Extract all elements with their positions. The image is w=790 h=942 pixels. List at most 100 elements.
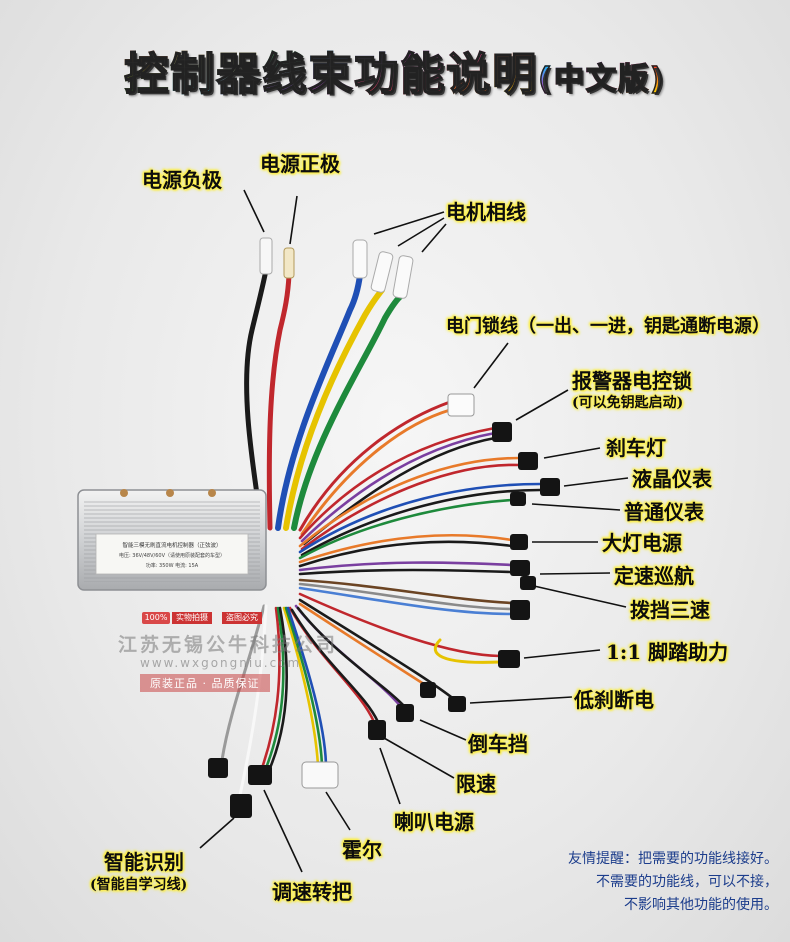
leader-pos (289, 195, 298, 245)
throttle-connector (248, 765, 272, 785)
wire-smart-white (238, 604, 268, 797)
title-char: 文 (585, 54, 618, 98)
label-throttle: 调速转把 (272, 880, 352, 904)
label-smart-id-sub: (智能自学习线) (90, 877, 188, 893)
label-headlight: 大灯电源 (602, 531, 682, 555)
leader-horn (379, 747, 401, 805)
headlight-connector (510, 534, 528, 550)
leader-motor-2 (397, 217, 445, 247)
watermark-tag-photo: 实物拍摄 (172, 612, 212, 624)
leader-motor-1 (373, 211, 445, 235)
label-alarm: 报警器电控锁 (572, 369, 692, 393)
note-line-3: 不影响其他功能的使用。 (624, 897, 778, 913)
watermark-tag-copyright: 盗图必究 (222, 612, 262, 624)
label-lcd-meter: 液晶仪表 (632, 467, 712, 491)
note-line-2: 不需要的功能线，可以不接， (596, 874, 778, 890)
wire-brake-light-red (300, 463, 522, 551)
cruise-connector-b (520, 576, 536, 590)
label-brake-light: 刹车灯 (606, 436, 666, 460)
leader-three-speed (533, 585, 627, 608)
leader-door (473, 342, 509, 389)
power-positive-terminal (283, 247, 295, 279)
wire-alarm-red (298, 426, 497, 540)
title-char: 制 (170, 38, 216, 102)
leader-brake-light (543, 447, 601, 459)
wire-motor-phase-yellow (283, 287, 385, 531)
title-char: 器 (216, 38, 262, 102)
leader-motor-3 (421, 223, 447, 253)
smart-connector-1 (208, 758, 228, 778)
title-char: 控 (124, 38, 170, 102)
wire-alarm-purple (300, 431, 497, 543)
leader-reverse (419, 719, 467, 741)
title-char: 能 (400, 38, 446, 102)
wire-motor-phase-blue (275, 272, 363, 531)
wire-limit-black (290, 608, 380, 724)
door-lock-connector (447, 393, 475, 417)
wire-three-speed-brown (298, 578, 514, 605)
page-title: 控制器线束功能说明(中文版) (0, 38, 790, 102)
wire-hall-blue (286, 606, 328, 767)
wire-throttle-red (260, 606, 281, 770)
label-alarm-sub: (可以免钥匙启动) (572, 395, 684, 411)
low-brake-connector (448, 696, 466, 712)
wire-lcd-black (300, 488, 542, 557)
leader-lines (199, 189, 629, 873)
wire-cruise-purple (298, 561, 514, 572)
label-common-meter: 普通仪表 (624, 500, 704, 524)
cruise-connector (510, 560, 530, 576)
wire-motor-phase-green (291, 292, 405, 531)
controller-label-line2: 电压: 36V/48V/60V（请使用原装配套的车型） (119, 552, 225, 559)
controller-label-line1: 智能三模无刷直流电机控制器（正弦波） (122, 541, 221, 549)
leader-smart (199, 817, 235, 849)
wire-meter-green (298, 498, 514, 560)
label-door-lock: 电门锁线（一出、一进，钥匙通断电源） (446, 316, 770, 337)
wire-pedal-red (298, 592, 502, 658)
screw-3 (208, 489, 216, 497)
title-char: ( (538, 61, 554, 98)
low-brake-connector-b (420, 682, 436, 698)
brake-light-connector (518, 452, 538, 470)
leader-cruise (539, 572, 611, 575)
alarm-connector (492, 422, 512, 442)
wire-cruise-black (298, 568, 514, 576)
screw-1 (120, 489, 128, 497)
watermark-slogan: 原装正品 · 品质保证 (140, 674, 270, 692)
limit-connector (368, 720, 386, 740)
motor-phase-terminal-3 (392, 255, 414, 299)
label-power-positive: 电源正极 (260, 152, 340, 176)
label-horn: 喇叭电源 (394, 810, 474, 834)
reverse-connector (396, 704, 414, 722)
wire-headlight-black (298, 540, 514, 568)
leader-hall (325, 791, 351, 831)
label-motor-phase: 电机相线 (446, 200, 526, 224)
wire-power-positive (266, 272, 292, 531)
label-power-negative: 电源负极 (142, 168, 222, 192)
leader-alarm (515, 389, 569, 421)
label-smart-id: 智能识别 (104, 850, 184, 874)
wire-throttle-black (268, 606, 288, 770)
lcd-connector (540, 478, 560, 496)
motor-phase-terminal-2 (370, 251, 394, 293)
wire-lcd-blue (298, 482, 542, 554)
wire-headlight-orange (298, 533, 514, 564)
watermark-badge: 100% (142, 612, 170, 624)
three-speed-connector (510, 600, 530, 620)
controller-label-line3: 功率: 350W 电流: 15A (146, 562, 199, 569)
watermark-company: 江苏无锡公牛科技公司 (118, 634, 339, 656)
label-pedal-assist: 1:1 脚踏助力 (606, 640, 729, 664)
title-char: 束 (308, 38, 354, 102)
wire-reverse-purple (294, 604, 404, 710)
title-char: ) (649, 61, 666, 98)
hall-connector (301, 761, 339, 789)
wire-three-speed-blue (298, 586, 514, 616)
wire-pedal-yellow (433, 638, 502, 664)
label-speed-limit: 限速 (456, 772, 496, 796)
wire-bundle (220, 267, 542, 797)
title-char: 线 (262, 38, 308, 102)
wire-hall-green (284, 606, 324, 767)
screw-2 (166, 489, 174, 497)
leader-lcd (563, 477, 629, 487)
label-low-brake: 低刹断电 (574, 688, 654, 712)
note-line-1: 友情提醒：把需要的功能线接好。 (568, 851, 778, 867)
